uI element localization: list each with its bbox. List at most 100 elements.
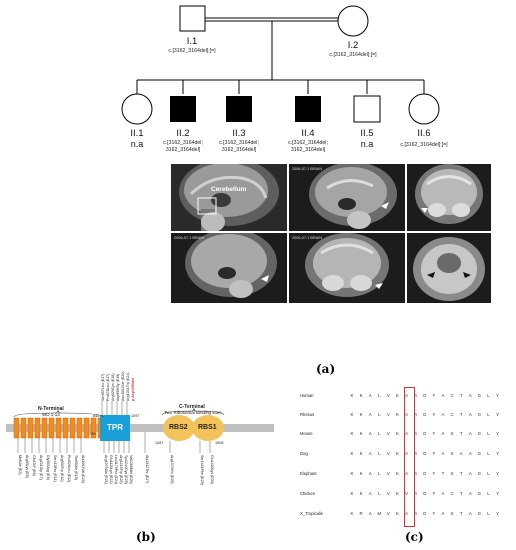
residue: A xyxy=(414,431,418,436)
residue: S xyxy=(450,431,454,436)
residue: A xyxy=(468,491,472,496)
residue: T xyxy=(459,393,463,398)
residue: A xyxy=(414,491,418,496)
residue: Y xyxy=(496,451,500,456)
residue: A xyxy=(441,511,445,516)
pedigree-genotype-II1: n.a xyxy=(130,139,144,149)
variant-below-19: Glu1450Lys (E30) xyxy=(210,455,214,484)
residue: D xyxy=(423,412,427,417)
residue: Y xyxy=(432,393,436,398)
residue: A xyxy=(368,471,372,476)
pedigree-genotype-II2-line1: c.[3162_3164del; xyxy=(163,140,203,146)
residue: C xyxy=(450,393,454,398)
residue: A xyxy=(368,511,372,516)
pos-1097: 1097 xyxy=(131,414,140,418)
mri-image-sagittal-2: 2006-07-1 BRAIN xyxy=(289,164,405,231)
residue: G xyxy=(477,393,482,398)
variant-below-2: Gln150* (E6) xyxy=(32,455,36,476)
variant-below-14: Tyr1244Cys (E25) xyxy=(124,455,128,484)
residue: G xyxy=(477,431,482,436)
residue: K xyxy=(350,431,354,436)
residue: C xyxy=(450,412,454,417)
variant-below-7: Pro520Leu (E12) xyxy=(67,455,71,483)
residue: L xyxy=(487,393,490,398)
residue: K xyxy=(396,451,399,456)
variant-above-0: Ser857Leu (E17) xyxy=(101,373,105,401)
residue: A xyxy=(468,511,472,516)
residue: A xyxy=(405,511,409,516)
variant-above-highlight: p.Asp1055del xyxy=(131,377,135,401)
pos-1508: 1508 xyxy=(215,441,224,445)
residue: D xyxy=(423,431,427,436)
rbs1-domain xyxy=(192,415,224,441)
residue: K xyxy=(359,471,363,476)
pedigree-id-II2: II.2 xyxy=(176,128,190,139)
residue: A xyxy=(468,471,472,476)
panel-label-a: (a) xyxy=(316,362,336,376)
residue: Y xyxy=(496,412,500,417)
pedigree-genotype-I1: c.[3162_3164del];[=] xyxy=(168,48,216,54)
residue: T xyxy=(441,471,445,476)
residue: A xyxy=(414,451,418,456)
alignment-highlight-box xyxy=(404,387,415,527)
variant-below-10: Arg1075Gln (E21) xyxy=(104,455,108,484)
pedigree-id-I1: I.1 xyxy=(186,36,198,47)
residue: A xyxy=(368,393,372,398)
residue: L xyxy=(378,491,381,496)
mri-image-coronal-2: 2006-07-1 BRAIN xyxy=(289,233,405,303)
variant-below-13: Arg1215Trp (E25) xyxy=(119,455,123,484)
residue: A xyxy=(405,451,409,456)
pedigree-id-I2: I.2 xyxy=(347,40,359,51)
residue: Y xyxy=(496,511,500,516)
residue: K xyxy=(359,431,363,436)
mri-image-sagittal-1: Cerebellum xyxy=(171,164,287,231)
residue: K xyxy=(396,393,399,398)
pedigree-genotype-II3-line1: c.[3162_3164del; xyxy=(219,140,259,146)
residue: L xyxy=(378,451,381,456)
residue: D xyxy=(423,393,427,398)
residue: A xyxy=(405,412,409,417)
residue: Y xyxy=(496,491,500,496)
pedigree-square-II4 xyxy=(295,96,321,122)
residue: C xyxy=(450,491,454,496)
residue: K xyxy=(350,393,354,398)
residue: S xyxy=(450,451,454,456)
pedigree-square-II2 xyxy=(170,96,196,122)
residue: D xyxy=(423,471,427,476)
pedigree-id-II5: II.5 xyxy=(360,128,374,139)
pedigree-id-II6: II.6 xyxy=(417,128,431,139)
residue: K xyxy=(396,431,399,436)
mri-image-coronal-1 xyxy=(407,164,491,231)
panel-label-b: (b) xyxy=(136,530,156,544)
residue: K xyxy=(359,412,363,417)
residue: K xyxy=(350,471,354,476)
residue: L xyxy=(487,412,490,417)
variant-below-12: Leu1179Pro (E24) xyxy=(114,455,118,485)
residue: V xyxy=(386,393,390,398)
residue: L xyxy=(378,471,381,476)
pedigree-circle-II1 xyxy=(121,93,153,125)
residue: L xyxy=(487,471,490,476)
residue: K xyxy=(350,412,354,417)
residue: A xyxy=(414,511,418,516)
pedigree-genotype-II3-line2: 3162_3164del] xyxy=(221,147,257,153)
residue: A xyxy=(441,451,445,456)
residue: A xyxy=(441,393,445,398)
residue: Y xyxy=(432,471,436,476)
residue: L xyxy=(487,511,490,516)
pedigree-square-II5 xyxy=(353,95,381,123)
variant-below-6: Arg500Trp (E12) xyxy=(60,455,64,482)
mri-header-3: 2006-07-1 BRAIN xyxy=(174,236,204,240)
residue: Y xyxy=(432,491,436,496)
variant-below-4: Gly355Arg (E9) xyxy=(46,455,50,480)
residue: L xyxy=(378,393,381,398)
variant-below-16: Ala1312Thr (E27) xyxy=(145,455,149,484)
tpr-label: TPR xyxy=(107,423,123,432)
residue: K xyxy=(359,393,363,398)
residue: Y xyxy=(496,393,500,398)
pedigree-genotype-II4-line2: 3162_3164del] xyxy=(290,147,326,153)
cerebellum-label: Cerebellum xyxy=(211,186,247,193)
